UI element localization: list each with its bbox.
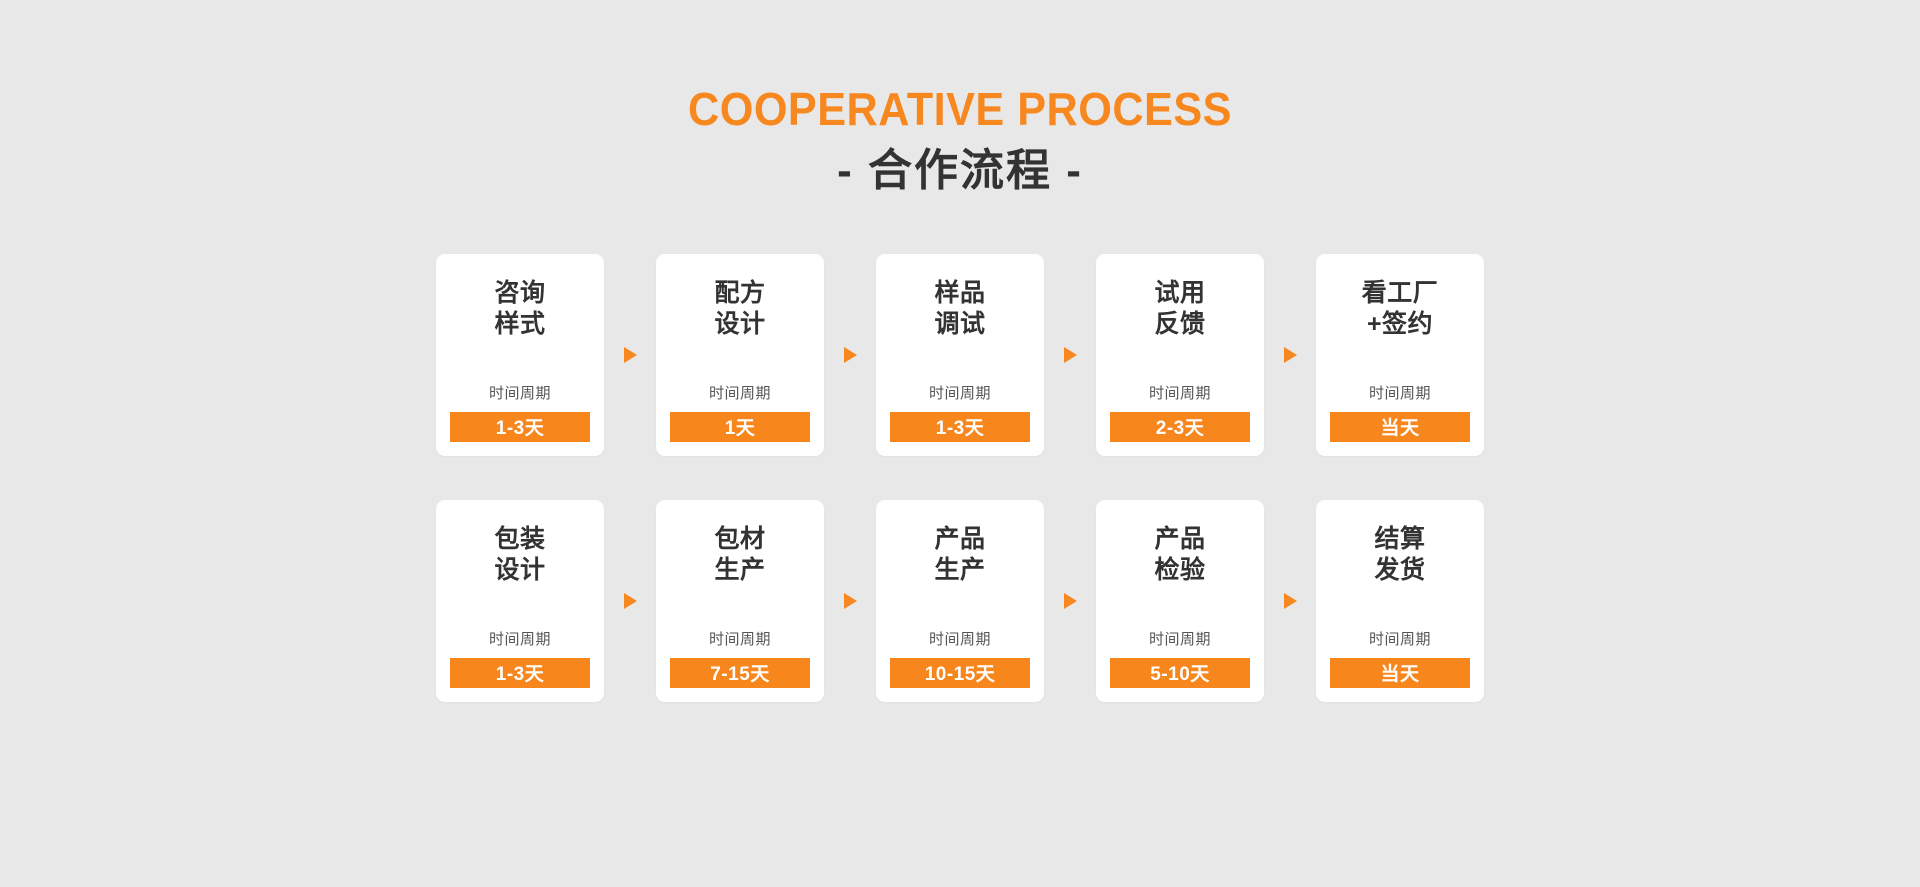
step-period-label: 时间周期 bbox=[488, 384, 551, 402]
step-title: 结算 发货 bbox=[1374, 524, 1425, 587]
process-flow: 咨询 样式 时间周期 1-3天 配方 设计 时间周期 1天 样品 调试 bbox=[0, 253, 1920, 702]
page-title-english: COOPERATIVE PROCESS bbox=[688, 83, 1232, 135]
process-step-card-9[interactable]: 产品 检验 时间周期 5-10天 bbox=[1096, 499, 1264, 702]
step-period-label: 时间周期 bbox=[928, 630, 991, 648]
step-period-label: 时间周期 bbox=[708, 384, 771, 402]
process-step-card-6[interactable]: 包装 设计 时间周期 1-3天 bbox=[436, 499, 604, 702]
step-period-label: 时间周期 bbox=[488, 630, 551, 648]
step-title: 包材 生产 bbox=[714, 524, 765, 587]
process-row-2: 包装 设计 时间周期 1-3天 包材 生产 时间周期 7-15天 产品 bbox=[436, 499, 1484, 702]
triangle-right-icon bbox=[623, 346, 637, 363]
step-title: 产品 检验 bbox=[1154, 524, 1205, 587]
process-step-card-2[interactable]: 配方 设计 时间周期 1天 bbox=[656, 253, 824, 456]
process-row-1: 咨询 样式 时间周期 1-3天 配方 设计 时间周期 1天 样品 调试 bbox=[436, 253, 1484, 456]
step-title-line2: 生产 bbox=[714, 556, 766, 585]
flow-arrow-5 bbox=[604, 592, 656, 609]
flow-arrow-4 bbox=[1264, 346, 1316, 363]
step-title-line2: 生产 bbox=[934, 556, 986, 585]
process-step-card-8[interactable]: 产品 生产 时间周期 10-15天 bbox=[876, 499, 1044, 702]
triangle-right-icon bbox=[1283, 592, 1297, 609]
step-duration-badge: 10-15天 bbox=[890, 657, 1030, 688]
step-title-line1: 配方 bbox=[714, 278, 766, 307]
step-duration-badge: 1天 bbox=[670, 411, 810, 442]
triangle-right-icon bbox=[623, 592, 637, 609]
step-title: 试用 反馈 bbox=[1154, 278, 1205, 341]
process-step-card-3[interactable]: 样品 调试 时间周期 1-3天 bbox=[876, 253, 1044, 456]
step-period-label: 时间周期 bbox=[708, 630, 771, 648]
flow-arrow-7 bbox=[1044, 592, 1096, 609]
triangle-right-icon bbox=[1063, 346, 1077, 363]
flow-arrow-1 bbox=[604, 346, 656, 363]
process-step-card-5[interactable]: 看工厂 +签约 时间周期 当天 bbox=[1316, 253, 1484, 456]
flow-arrow-8 bbox=[1264, 592, 1316, 609]
step-period-label: 时间周期 bbox=[928, 384, 991, 402]
step-title-line1: 结算 bbox=[1374, 524, 1426, 553]
triangle-right-icon bbox=[843, 592, 857, 609]
step-duration-badge: 1-3天 bbox=[450, 411, 590, 442]
triangle-right-icon bbox=[1283, 346, 1297, 363]
step-duration-badge: 当天 bbox=[1330, 411, 1470, 442]
step-duration-badge: 1-3天 bbox=[890, 411, 1030, 442]
step-title: 包装 设计 bbox=[494, 524, 545, 587]
step-title-line2: +签约 bbox=[1366, 310, 1434, 339]
step-title: 配方 设计 bbox=[714, 278, 765, 341]
step-duration-badge: 1-3天 bbox=[450, 657, 590, 688]
step-title-line1: 产品 bbox=[1154, 524, 1206, 553]
step-duration-badge: 2-3天 bbox=[1110, 411, 1250, 442]
process-step-card-4[interactable]: 试用 反馈 时间周期 2-3天 bbox=[1096, 253, 1264, 456]
triangle-right-icon bbox=[1063, 592, 1077, 609]
step-period-label: 时间周期 bbox=[1148, 384, 1211, 402]
step-title: 咨询 样式 bbox=[494, 278, 545, 341]
page-header: COOPERATIVE PROCESS - 合作流程 - bbox=[0, 0, 1920, 198]
step-title-line1: 看工厂 bbox=[1361, 278, 1439, 307]
flow-arrow-3 bbox=[1044, 346, 1096, 363]
step-title-line2: 反馈 bbox=[1154, 310, 1206, 339]
step-title-line1: 试用 bbox=[1154, 278, 1206, 307]
step-title: 样品 调试 bbox=[934, 278, 985, 341]
triangle-right-icon bbox=[843, 346, 857, 363]
step-title-line2: 设计 bbox=[714, 310, 766, 339]
step-title-line1: 包材 bbox=[714, 524, 766, 553]
process-step-card-10[interactable]: 结算 发货 时间周期 当天 bbox=[1316, 499, 1484, 702]
step-period-label: 时间周期 bbox=[1148, 630, 1211, 648]
step-title-line2: 检验 bbox=[1154, 556, 1206, 585]
step-period-label: 时间周期 bbox=[1368, 630, 1431, 648]
step-title-line1: 产品 bbox=[934, 524, 986, 553]
step-duration-badge: 7-15天 bbox=[670, 657, 810, 688]
step-title-line1: 包装 bbox=[494, 524, 546, 553]
step-title-line2: 调试 bbox=[934, 310, 986, 339]
flow-arrow-2 bbox=[824, 346, 876, 363]
step-title: 看工厂 +签约 bbox=[1362, 278, 1439, 341]
step-title-line2: 发货 bbox=[1374, 556, 1426, 585]
step-duration-badge: 5-10天 bbox=[1110, 657, 1250, 688]
step-title-line1: 咨询 bbox=[494, 278, 546, 307]
process-step-card-1[interactable]: 咨询 样式 时间周期 1-3天 bbox=[436, 253, 604, 456]
flow-arrow-6 bbox=[824, 592, 876, 609]
step-title-line2: 样式 bbox=[494, 310, 546, 339]
step-title-line2: 设计 bbox=[494, 556, 546, 585]
step-title: 产品 生产 bbox=[934, 524, 985, 587]
step-duration-badge: 当天 bbox=[1330, 657, 1470, 688]
process-step-card-7[interactable]: 包材 生产 时间周期 7-15天 bbox=[656, 499, 824, 702]
step-title-line1: 样品 bbox=[934, 278, 986, 307]
step-period-label: 时间周期 bbox=[1368, 384, 1431, 402]
page-title-chinese: - 合作流程 - bbox=[837, 145, 1083, 195]
